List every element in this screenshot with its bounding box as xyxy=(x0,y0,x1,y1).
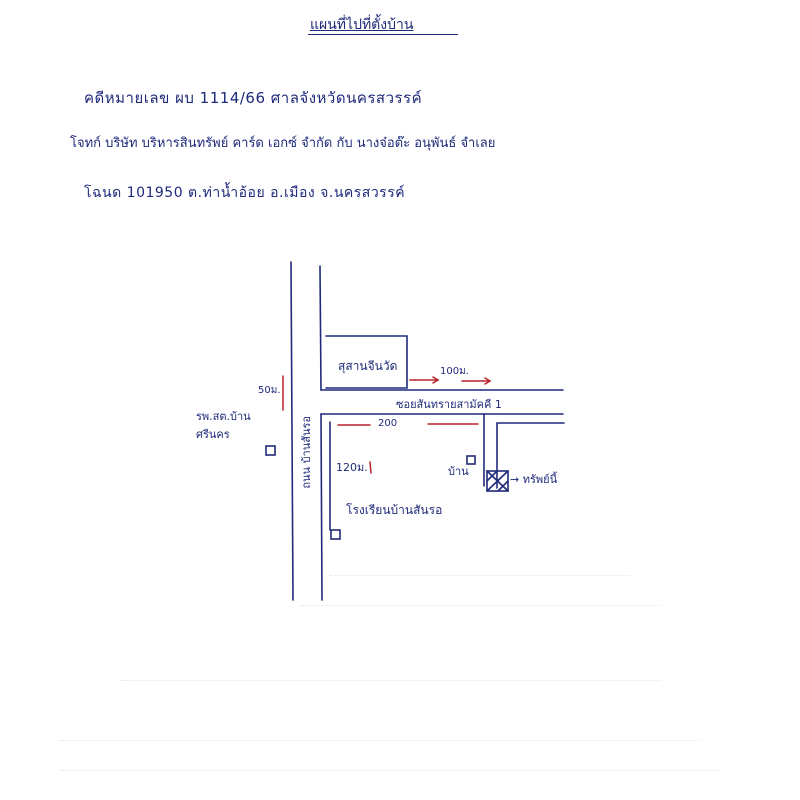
case-number-line: คดีหมายเลข ผบ 1114/66 ศาลจังหวัดนครสวรรค… xyxy=(84,89,423,107)
distance-120m: 120ม. xyxy=(336,461,368,474)
target-property-label: → ทรัพย์นี้ xyxy=(510,473,558,486)
cemetery-plot xyxy=(325,335,408,389)
temple-label: สุสานจีนวัด xyxy=(338,359,398,373)
faint-bleed-line xyxy=(120,680,660,681)
main-road-right-edge-lower xyxy=(320,413,323,601)
hospital-label: รพ.สต.บ้านศรีนคร xyxy=(196,410,251,441)
road-label: ถนน บ้านสันรอ xyxy=(300,416,313,489)
faint-bleed-line xyxy=(60,770,720,771)
school-label: โรงเรียนบ้านสันรอ xyxy=(346,503,443,517)
parties-line: โจทก์ บริษัท บริหารสินทรัพย์ คาร์ด เอกซ์… xyxy=(70,136,496,151)
house-label: บ้าน xyxy=(448,465,469,478)
school-marker xyxy=(330,529,341,540)
faint-bleed-line xyxy=(330,575,630,576)
hospital-marker xyxy=(265,445,276,456)
distance-50m: 50ม. xyxy=(258,385,281,396)
soi-label: ซอยสันทรายสามัคคี 1 xyxy=(396,398,502,411)
main-road-right-edge xyxy=(319,265,322,391)
house-marker xyxy=(466,455,476,465)
side-lane-right xyxy=(496,422,565,489)
distance-200: 200 xyxy=(378,418,398,429)
distance-100m: 100ม. xyxy=(440,366,469,377)
faint-bleed-line xyxy=(300,605,660,606)
deed-line: โฉนด 101950 ต.ท่าน้ำอ้อย อ.เมือง จ.นครสว… xyxy=(84,185,406,201)
faint-bleed-line xyxy=(60,740,700,741)
main-road-left-edge xyxy=(290,261,294,601)
page-title: แผนที่ไปที่ตั้งบ้าน xyxy=(310,17,414,33)
title-underline xyxy=(308,34,458,35)
